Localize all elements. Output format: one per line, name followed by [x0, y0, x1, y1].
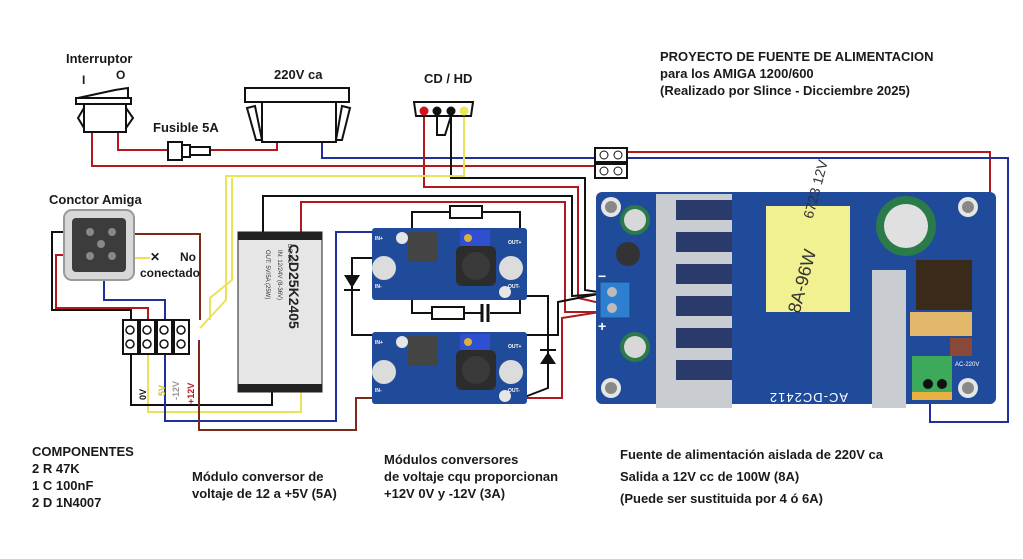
terminal-label-pos12v: +12V	[186, 382, 196, 404]
resistor-top	[449, 205, 483, 219]
fuse	[167, 141, 211, 161]
buck-module-top	[372, 228, 527, 300]
converter-output: OUT: 5V/5A (25W)	[264, 250, 270, 300]
amiga-power-connector	[63, 209, 135, 281]
dc-dc-converter-5v	[237, 231, 323, 393]
mains-terminal-block	[594, 147, 628, 179]
wire-black-0v	[130, 340, 273, 406]
buck-bottom-in-plus: IN+	[375, 340, 383, 346]
capacitor	[464, 304, 490, 322]
wire-blue-neg12	[164, 231, 377, 422]
wire-black-out-minus	[521, 295, 549, 399]
terminal-label-neg12v: -12V	[171, 380, 181, 400]
not-connected-label: No conectado	[140, 250, 201, 280]
buck-top-in-minus: IN-	[375, 284, 382, 290]
diode-left	[344, 270, 360, 300]
buck-bottom-out-plus: OUT+	[508, 344, 522, 350]
wire-red-fuse-mains	[210, 140, 278, 151]
wire-black-out2	[522, 293, 599, 336]
wire-yellow-cdhd	[199, 116, 465, 329]
terminal-label-5v: 5V	[157, 384, 167, 396]
wire-black-resistor-top-r	[482, 211, 521, 232]
cdhd-connector	[412, 101, 475, 117]
switch-off-label: O	[116, 68, 126, 82]
caption-12v-modules: Módulos conversores de voltaje cqu propo…	[384, 452, 559, 501]
wire-red-5v-in	[300, 201, 598, 313]
psu-ac-label: AC-220V	[955, 362, 980, 368]
wire-black-cdhd	[450, 116, 599, 293]
wire-brown-amiga	[118, 233, 201, 320]
wire-yellow-5v-out	[147, 340, 302, 413]
mains-label: 220V ca	[274, 67, 323, 82]
component-item: 2 D 1N4007	[32, 495, 102, 510]
buck-bottom-out-minus: OUT-	[508, 388, 520, 394]
fuse-label: Fusible 5A	[153, 120, 219, 135]
diode-right	[540, 349, 556, 364]
title-line-2: para los AMIGA 1200/600	[660, 66, 814, 81]
buck-top-out-minus: OUT-	[508, 284, 520, 290]
component-item: 1 C 100nF	[32, 478, 94, 493]
wire-red-cdhd	[423, 116, 601, 304]
caption-psu-line: Salida a 12V cc de 100W (8A)	[620, 469, 800, 484]
caption-psu-line: Fuente de alimentación aislada de 220V c…	[620, 447, 883, 462]
title-line-3: (Realizado por Slince - Dicciembre 2025)	[660, 83, 910, 98]
component-item: 2 R 47K	[32, 461, 80, 476]
wire-black-cdhd-loop	[436, 115, 452, 136]
buck-top-in-plus: IN+	[375, 236, 383, 242]
components-title: COMPONENTES	[32, 444, 134, 459]
converter-type: DC-DC	[286, 244, 292, 264]
mains-socket	[244, 87, 352, 143]
psu-minus: −	[598, 268, 607, 284]
buck-top-out-plus: OUT+	[508, 240, 522, 246]
amiga-connector-label: Conctor Amiga	[49, 192, 142, 207]
resistor-bottom	[431, 306, 465, 320]
switch-on-label: I	[82, 73, 86, 87]
wire-black-5v-in	[262, 195, 599, 298]
output-terminal-block	[122, 319, 190, 355]
psu-board	[596, 192, 996, 408]
buck-module-bottom	[372, 332, 527, 404]
not-connected-mark: ✕	[150, 250, 161, 264]
wire-red-out2	[522, 311, 601, 399]
power-switch	[75, 86, 135, 133]
cdhd-label: CD / HD	[424, 71, 473, 86]
buck-bottom-in-minus: IN-	[375, 388, 382, 394]
switch-label: Interruptor	[66, 51, 133, 66]
psu-model: AC-DC2412	[768, 390, 848, 405]
caption-psu-line: (Puede ser sustituida por 4 ó 6A)	[620, 491, 823, 506]
title-line-1: PROYECTO DE FUENTE DE ALIMENTACION	[660, 49, 934, 64]
terminal-label-0v: 0V	[138, 388, 148, 400]
wire-blue-mains-neutral	[321, 142, 1009, 423]
wire-red-switch-fuse	[117, 132, 170, 151]
wire-yellow-amiga-5v	[209, 178, 233, 320]
wire-black-rc-r	[490, 300, 521, 314]
converter-input: IN: 12/24V (8-36V)	[276, 250, 282, 301]
psu-plus: +	[598, 318, 607, 334]
caption-5v-module: Módulo conversor de voltaje de 12 a +5V …	[192, 469, 337, 501]
wire-brown-pos12	[198, 340, 377, 431]
